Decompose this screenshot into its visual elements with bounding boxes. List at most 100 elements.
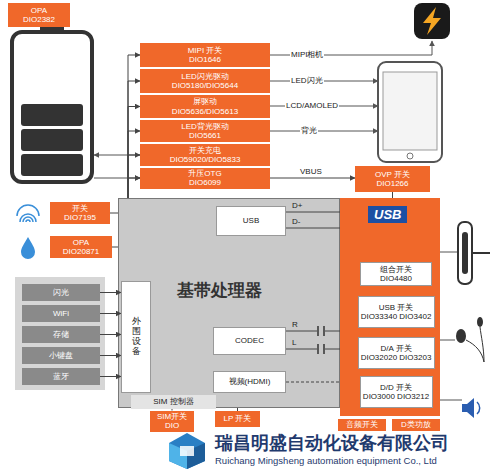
signal-label: R (292, 320, 298, 330)
signal-label: VBUS (300, 167, 322, 177)
node-text: WiFi (53, 309, 69, 318)
chip-box: D类功放 (392, 419, 440, 431)
block-box: 视频(HDMI) (213, 371, 286, 393)
usb-c-icon (458, 222, 490, 284)
drop-icon (21, 237, 35, 259)
chip-box: OVP 开关DIO1266 (355, 166, 430, 192)
connector (128, 81, 140, 198)
connector (270, 178, 355, 179)
block-box: CODEC (213, 327, 286, 355)
node-text: 组合开关 (380, 265, 412, 274)
block-box: D/D 开关DIO3000 DIO3212 (360, 376, 433, 408)
block-box: SIM 控制器 (131, 395, 216, 409)
block-box: 组合开关DIO4480 (360, 262, 432, 286)
node-text: DIO33340 DIO3402 (361, 312, 432, 321)
company-logo (169, 433, 205, 469)
node-text: 闪光 (53, 288, 69, 297)
processor-box: 基带处理器 USB 外围设备 CODEC 视频(HDMI) SIM 控制器 (118, 198, 340, 408)
signal-label: D- (292, 217, 300, 227)
block-box: USB (216, 206, 286, 236)
node-text: OVP 开关 (375, 170, 410, 179)
node-text: 开关充电 (189, 146, 221, 155)
connector (128, 107, 140, 199)
watermark: 瑞昌明盛自动化设备有限公司 (214, 432, 450, 455)
node-text: DIO (165, 421, 179, 430)
node-text: 小键盘 (49, 351, 73, 360)
node-text: 外围设备 (132, 317, 141, 357)
signal-label: D+ (292, 201, 302, 211)
node-text: DIO6099 (189, 178, 221, 187)
connector (112, 247, 118, 248)
node-text: 蓝牙 (53, 372, 69, 381)
connector (286, 382, 340, 383)
signal-label: L (292, 338, 296, 348)
peripheral-item: 闪光 (22, 284, 100, 301)
connector (100, 355, 121, 356)
node-text: LP 开关 (224, 414, 252, 423)
usb-panel: USB组合开关DIO4480USB 开关DIO33340 DIO3402D/A … (340, 198, 440, 416)
signal-label: 背光 (300, 126, 318, 136)
connector (100, 313, 121, 314)
connector (286, 228, 340, 229)
connector (286, 349, 340, 350)
connector (100, 292, 121, 293)
node-text: SIM 控制器 (153, 397, 193, 406)
node-text: USB (243, 216, 259, 225)
chip-box: 开关DIO7195 (50, 202, 110, 224)
watermark: Ruichang Mingsheng automation equipment … (214, 455, 438, 467)
connector (172, 409, 173, 411)
node-text: DIO1646 (189, 55, 221, 64)
chip-box: SIM开关DIO (150, 411, 194, 432)
peripheral-item: 存储 (22, 326, 100, 343)
node-text: D/D 开关 (380, 383, 412, 392)
connector (128, 131, 140, 198)
node-text: DIO5180/DIO5644 (172, 81, 238, 90)
node-text: DIO32020 DIO3203 (361, 353, 432, 362)
connector (128, 155, 140, 198)
chip-box: 屏驱动DIO5636/DIO5613 (140, 95, 270, 118)
chip-box: MIPI 开关DIO1646 (140, 43, 270, 67)
node-text: 开关 (72, 204, 88, 213)
node-text: DIO1266 (376, 179, 408, 188)
connector (110, 213, 118, 214)
node-text: DIO3000 DIO3212 (363, 392, 429, 401)
peripheral-item: 小键盘 (22, 347, 100, 364)
connector (392, 192, 393, 198)
node-text: MIPI 开关 (188, 46, 223, 55)
node-text: DIO5661 (189, 131, 221, 140)
node-text: DIO59020/DIO5833 (170, 155, 241, 164)
node-text: USB 开关 (379, 303, 414, 312)
node-text: LED闪光驱动 (181, 72, 229, 81)
node-text: DIO7195 (64, 213, 96, 222)
signal-label: MIPI相机 (290, 50, 324, 60)
node-text: DIO2382 (23, 15, 55, 24)
node-text: USB (368, 206, 407, 223)
flash-app-icon (414, 3, 450, 39)
signal-label: LCD/AMOLED (285, 101, 339, 111)
node-text: D类功放 (401, 420, 431, 429)
chip-box: LP 开关 (215, 411, 260, 427)
chip-box: 升压OTGDIO6099 (140, 168, 270, 189)
connector (286, 331, 340, 332)
chip-box: OPADIO2382 (8, 3, 70, 27)
node-text: OPA (31, 6, 47, 15)
node-text: LED背光驱动 (181, 122, 229, 131)
speaker-icon (462, 398, 480, 418)
node-text: SIM开关 (157, 412, 187, 421)
node-text: OPA (73, 238, 89, 247)
chip-box: LED闪光驱动DIO5180/DIO5644 (140, 69, 270, 93)
connector (128, 55, 140, 198)
node-text: DIO4480 (380, 274, 412, 283)
node-text: 存储 (53, 330, 69, 339)
peripheral-panel (15, 277, 105, 390)
node-text: DIO20871 (63, 247, 99, 256)
battery-icon (12, 25, 92, 182)
node-text: 屏驱动 (193, 97, 217, 106)
connector (100, 334, 121, 335)
chip-box: OPADIO20871 (50, 236, 112, 258)
connector (100, 376, 121, 377)
peripheral-item: WiFi (22, 305, 100, 322)
connector (237, 408, 238, 411)
node-text: 基带处理器 (177, 279, 262, 302)
signal-label: LED闪光 (290, 76, 324, 86)
